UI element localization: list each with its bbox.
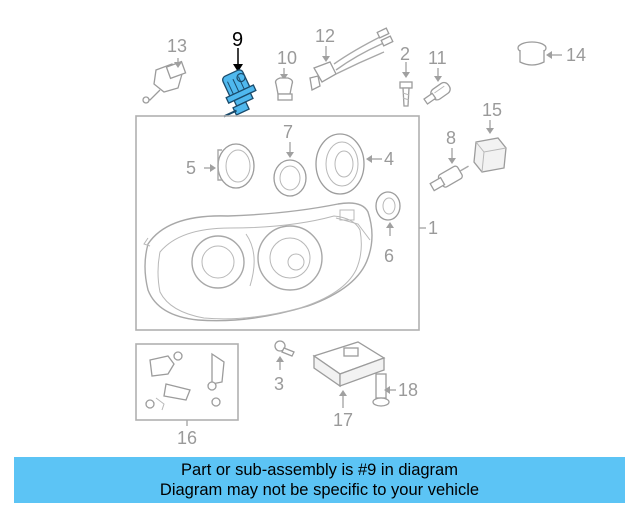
- part-14-dust-cap[interactable]: [517, 41, 562, 66]
- part-12-wiring-bulb-holder[interactable]: [309, 27, 394, 91]
- part-3-screw[interactable]: [274, 340, 295, 370]
- callout-10: 10: [277, 48, 297, 68]
- part-9-headlight-bulb[interactable]: [209, 48, 262, 120]
- callout-6: 6: [384, 246, 394, 266]
- callout-17: 17: [333, 410, 353, 430]
- part-5-cover-ring[interactable]: [204, 143, 255, 189]
- callout-13: 13: [167, 36, 187, 56]
- callout-11: 11: [428, 48, 447, 68]
- part-15-control-unit[interactable]: [473, 120, 507, 173]
- callout-16: 16: [177, 428, 197, 448]
- banner-line-disclaimer: Diagram may not be specific to your vehi…: [159, 481, 480, 499]
- part-16-bracket-kit[interactable]: [135, 343, 239, 426]
- part-8-bulb[interactable]: [429, 148, 472, 193]
- part-2-screw[interactable]: [399, 62, 413, 107]
- part-7-retaining-ring[interactable]: [273, 142, 307, 197]
- callout-1: 1: [428, 218, 438, 238]
- part-4-rear-cover[interactable]: [315, 133, 382, 195]
- callout-5: 5: [186, 158, 196, 178]
- callout-15: 15: [482, 100, 502, 120]
- parts-diagram: 13 9 10 12: [135, 26, 586, 448]
- banner-line-part-number: Part or sub-assembly is #9 in diagram: [181, 461, 458, 479]
- part-11-wedge-bulb[interactable]: [422, 68, 452, 106]
- callout-12: 12: [315, 26, 335, 46]
- part-10-small-bulb[interactable]: [274, 68, 294, 101]
- callout-7: 7: [283, 122, 293, 142]
- callout-14: 14: [566, 45, 586, 65]
- callout-4: 4: [384, 149, 394, 169]
- callout-9: 9: [232, 29, 243, 51]
- callout-3: 3: [274, 374, 284, 394]
- callout-2: 2: [400, 44, 410, 64]
- part-17-ballast-module[interactable]: [312, 341, 386, 408]
- part-1-headlamp-assembly[interactable]: [135, 115, 426, 331]
- part-18-bolt[interactable]: [372, 373, 396, 407]
- callout-18: 18: [398, 380, 418, 400]
- part-6-small-cap[interactable]: [375, 191, 401, 236]
- part-info-banner: Part or sub-assembly is #9 in diagram Di…: [14, 457, 625, 503]
- part-13-bulb-socket[interactable]: [142, 58, 187, 104]
- callout-8: 8: [446, 128, 456, 148]
